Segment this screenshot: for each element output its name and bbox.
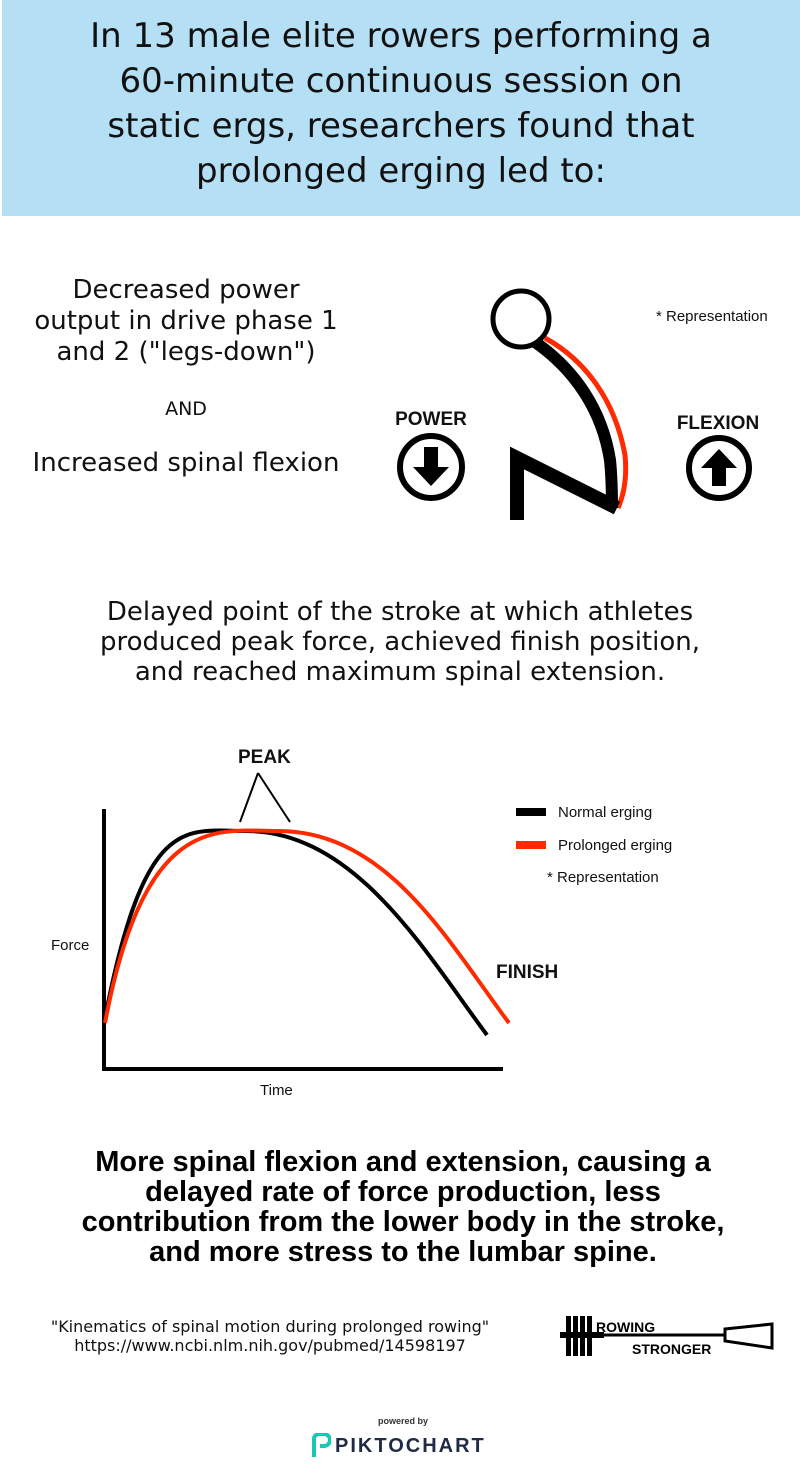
arrow-up-circle-icon xyxy=(686,435,752,501)
header-title-line: In 13 male elite rowers performing a xyxy=(90,16,712,56)
logo-line-2: STRONGER xyxy=(632,1341,711,1357)
peak-pointer-left xyxy=(239,772,259,823)
flexion-finding-text: Increased spinal flexion xyxy=(32,448,340,478)
reference: "Kinematics of spinal motion during prol… xyxy=(10,1317,530,1355)
legend-label: Prolonged erging xyxy=(558,837,672,854)
header-title-line: static ergs, researchers found that xyxy=(107,106,695,146)
piktochart-text: PIKTOCHART xyxy=(335,1434,486,1457)
series-line-2 xyxy=(103,828,511,1025)
conclusion-line: contribution from the lower body in the … xyxy=(81,1206,725,1238)
series-line-1 xyxy=(103,828,489,1037)
delay-finding-line: Delayed point of the stroke at which ath… xyxy=(106,597,694,627)
logo-line-1: ROWING xyxy=(596,1319,655,1335)
conclusion-line: delayed rate of force production, less xyxy=(145,1176,661,1208)
peak-pointer-right xyxy=(257,772,291,823)
delay-finding-line: and reached maximum spinal extension. xyxy=(134,657,666,687)
rower-legs xyxy=(510,446,621,520)
flexion-label: FLEXION xyxy=(676,413,760,434)
power-finding-line: Decreased power xyxy=(72,275,300,305)
legend-swatch xyxy=(516,841,546,849)
conclusion-line: and more stress to the lumbar spine. xyxy=(149,1236,657,1268)
power-finding-line: and 2 ("legs-down") xyxy=(56,337,316,367)
reference-title: "Kinematics of spinal motion during prol… xyxy=(50,1317,490,1336)
finish-annotation: FINISH xyxy=(496,962,558,983)
powered-by-label: powered by xyxy=(377,1416,428,1426)
power-finding-text: Decreased power output in drive phase 1 … xyxy=(0,275,372,368)
x-axis-label: Time xyxy=(260,1082,293,1099)
legend-swatch xyxy=(516,808,546,816)
prolonged-spine-line xyxy=(543,335,629,510)
and-label: AND xyxy=(165,398,207,420)
y-axis-label: Force xyxy=(51,937,89,954)
representation-note: * Representation xyxy=(656,308,768,325)
header-title: In 13 male elite rowers performing a 60-… xyxy=(2,14,800,194)
force-time-chart: PEAK Force Time FINISH Normal ergingProl… xyxy=(51,747,672,1099)
chart-representation-note: * Representation xyxy=(547,869,659,886)
spine-figure xyxy=(490,288,629,520)
piktochart-brand[interactable]: PIKTOCHART xyxy=(311,1432,486,1460)
reference-url[interactable]: https://www.ncbi.nlm.nih.gov/pubmed/1459… xyxy=(74,1336,466,1355)
rower-head xyxy=(490,288,552,350)
conclusion-text: More spinal flexion and extension, causi… xyxy=(0,1147,800,1267)
power-label: POWER xyxy=(395,409,467,430)
conclusion-line: More spinal flexion and extension, causi… xyxy=(95,1146,711,1178)
series-layer xyxy=(103,828,511,1037)
normal-spine-line xyxy=(531,337,618,509)
header-banner: In 13 male elite rowers performing a 60-… xyxy=(2,0,800,216)
legend-label: Normal erging xyxy=(558,804,652,821)
rowing-stronger-logo: ROWING STRONGER xyxy=(560,1316,774,1357)
delay-finding-text: Delayed point of the stroke at which ath… xyxy=(0,597,800,687)
piktochart-icon xyxy=(312,1433,331,1457)
delay-finding-line: produced peak force, achieved finish pos… xyxy=(99,627,701,657)
peak-annotation: PEAK xyxy=(238,747,291,768)
arrow-down-circle-icon xyxy=(397,433,465,501)
header-title-line: 60-minute continuous session on xyxy=(119,61,683,101)
header-title-line: prolonged erging led to: xyxy=(196,151,606,191)
power-finding-line: output in drive phase 1 xyxy=(34,306,338,336)
